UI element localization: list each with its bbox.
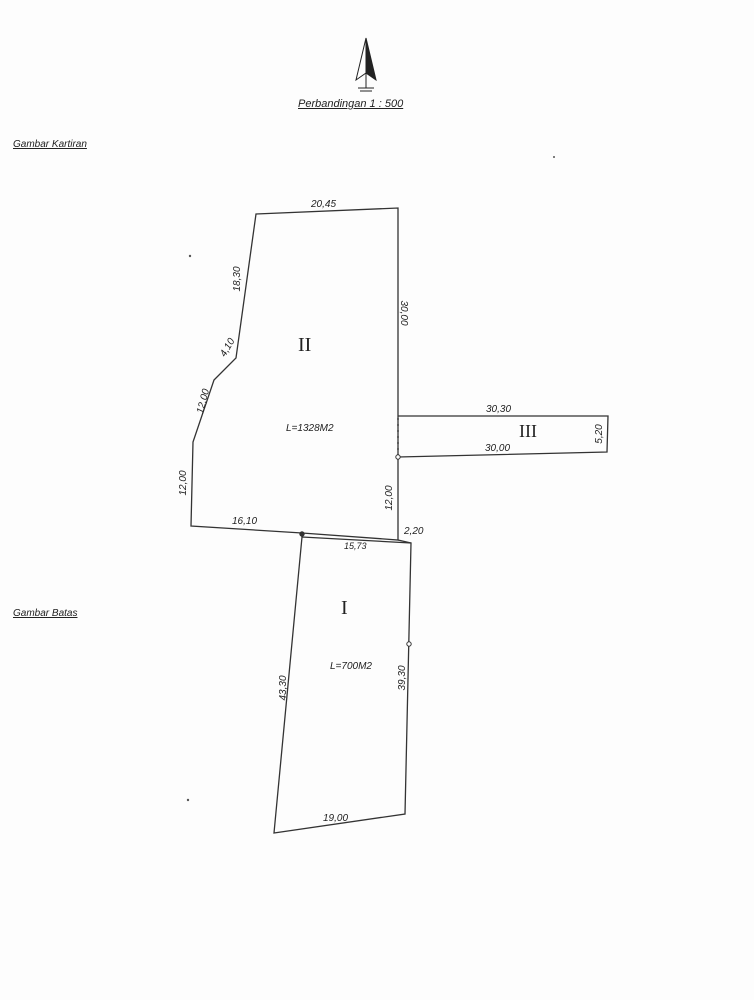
- dim-parcel-II-left-bend: 4,10: [218, 336, 237, 359]
- parcel-II-boundary: [190, 207, 399, 541]
- stray-mark: [188, 254, 192, 258]
- dim-parcel-III-bottom: 30,00: [485, 443, 511, 454]
- dim-parcel-I-right: 39,30: [397, 665, 408, 690]
- survey-point-marker: [395, 454, 401, 460]
- dim-parcel-I-bottom: 19,00: [323, 813, 349, 824]
- parcel-III-number: III: [519, 421, 537, 441]
- dim-parcel-II-left-lower: 12,00: [178, 470, 189, 495]
- north-arrow-icon: [355, 37, 377, 92]
- dim-parcel-II-right-lower: 12,00: [384, 485, 395, 510]
- survey-point-marker: [406, 641, 412, 647]
- section-title-kartiran: Gambar Kartiran: [13, 139, 87, 150]
- dim-parcel-I-top: 15,73: [344, 541, 367, 551]
- dim-parcel-II-left-upper: 18,30: [232, 266, 243, 291]
- dim-parcel-III-end: 5,20: [594, 424, 605, 444]
- parcel-III-boundary: [397, 415, 609, 458]
- parcel-junction-line: [397, 539, 412, 544]
- parcel-I-boundary: [273, 536, 412, 834]
- dim-parcel-I-left: 43,30: [278, 675, 289, 700]
- dim-parcel-II-bottom: 16,10: [232, 516, 258, 527]
- section-title-batas: Gambar Batas: [13, 608, 78, 619]
- parcel-II-number: II: [298, 334, 312, 356]
- parcel-I-number: I: [341, 597, 348, 619]
- dim-parcel-II-left-diag: 12,00: [195, 387, 212, 414]
- stray-mark: [186, 798, 190, 802]
- dim-parcel-II-right-upper: 30,00: [398, 300, 409, 325]
- parcel-I-area: L=700M2: [330, 661, 372, 672]
- parcel-II-area: L=1328M2: [286, 423, 334, 434]
- dim-parcel-III-top: 30,30: [486, 404, 512, 415]
- survey-point-marker: [299, 531, 305, 537]
- scale-label: Perbandingan 1 : 500: [298, 98, 404, 110]
- dim-parcel-II-top: 20,45: [311, 199, 337, 210]
- stray-mark: [553, 156, 555, 158]
- dim-parcel-II-bottom-step: 2,20: [404, 526, 424, 537]
